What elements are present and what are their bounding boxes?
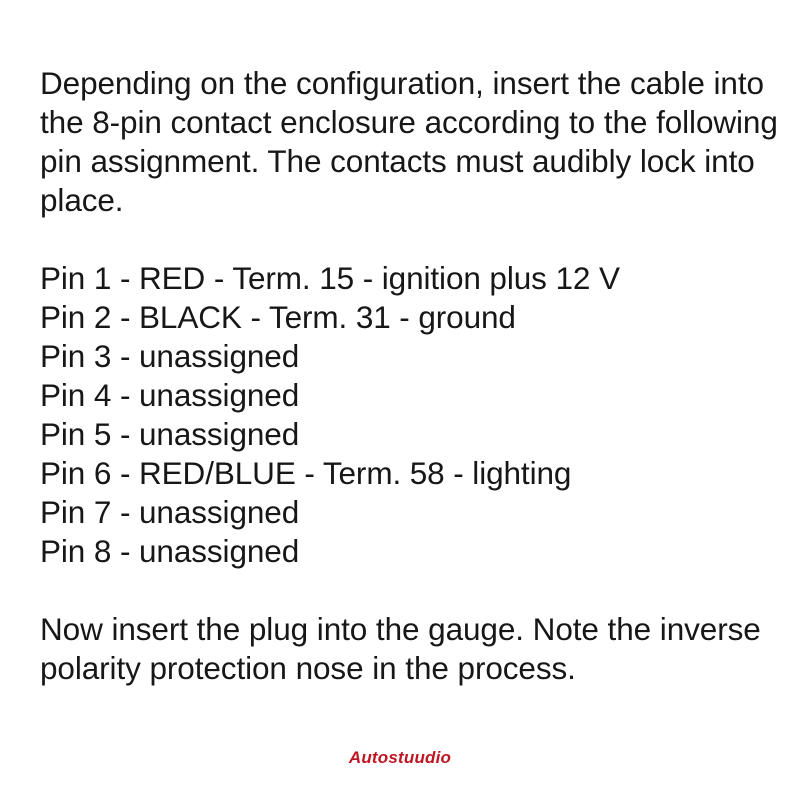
list-item: Pin 7 - unassigned xyxy=(40,494,300,530)
pin-assignment-list: Pin 1 - RED - Term. 15 - ignition plus 1… xyxy=(40,259,785,571)
list-item: Pin 8 - unassigned xyxy=(40,533,300,569)
list-item: Pin 4 - unassigned xyxy=(40,377,300,413)
list-item: Pin 1 - RED - Term. 15 - ignition plus 1… xyxy=(40,260,620,296)
closing-paragraph: Now insert the plug into the gauge. Note… xyxy=(40,611,761,686)
list-item: Pin 5 - unassigned xyxy=(40,416,300,452)
list-item: Pin 6 - RED/BLUE - Term. 58 - lighting xyxy=(40,455,572,491)
paragraph-spacer-top xyxy=(40,220,785,259)
paragraph-spacer-bottom xyxy=(40,571,785,610)
intro-paragraph: Depending on the configuration, insert t… xyxy=(40,65,778,218)
list-item: Pin 2 - BLACK - Term. 31 - ground xyxy=(40,299,516,335)
list-item: Pin 3 - unassigned xyxy=(40,338,300,374)
watermark-label: Autostuudio xyxy=(348,748,452,767)
instruction-body: Depending on the configuration, insert t… xyxy=(40,64,785,688)
